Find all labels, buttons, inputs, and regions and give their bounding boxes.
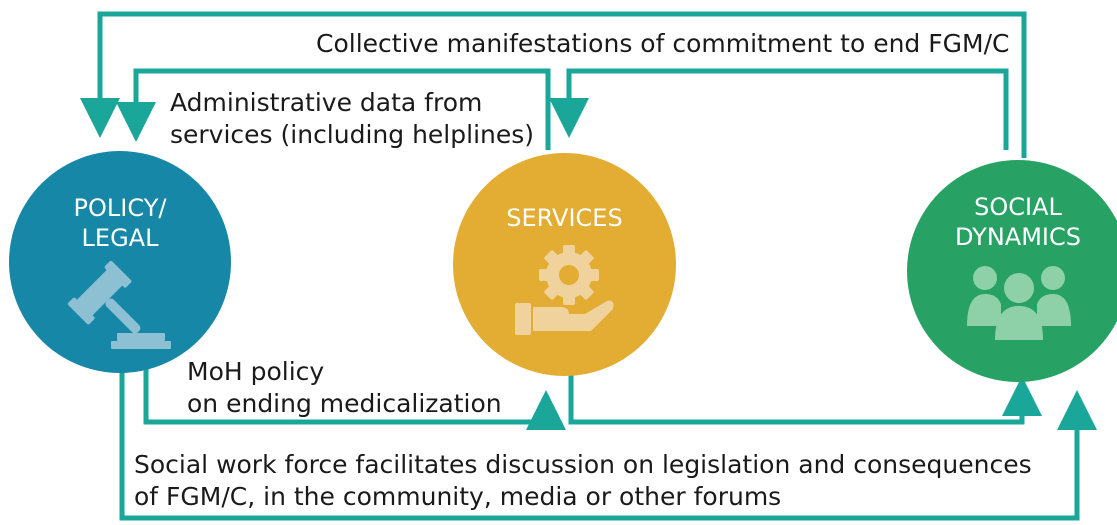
hand-gear-icon bbox=[515, 245, 614, 335]
policy-legal-title: POLICY/ LEGAL bbox=[9, 193, 231, 253]
arrow-social-work bbox=[119, 362, 1097, 521]
social-dynamics-title-line-2: DYNAMICS bbox=[955, 223, 1081, 251]
moh-policy-label: MoH policy on ending medicalization bbox=[187, 356, 502, 420]
social-work-line-2: of FGM/C, in the community, media or oth… bbox=[134, 482, 782, 511]
gavel-icon bbox=[67, 260, 171, 349]
people-group-icon bbox=[967, 266, 1071, 340]
social-work-line-1: Social work force facilitates discussion… bbox=[134, 450, 1032, 479]
services-node: SERVICES bbox=[453, 153, 676, 376]
admin-data-line-1: Administrative data from bbox=[170, 88, 483, 117]
policy-legal-node: POLICY/ LEGAL bbox=[9, 151, 231, 373]
moh-policy-line-1: MoH policy bbox=[187, 357, 325, 386]
social-dynamics-node: SOCIAL DYNAMICS bbox=[907, 160, 1117, 382]
policy-legal-title-line-1: POLICY/ bbox=[73, 194, 167, 222]
arrow-collective bbox=[80, 11, 1027, 158]
services-title: SERVICES bbox=[506, 204, 623, 232]
arrow-moh-policy bbox=[143, 365, 566, 430]
arrow-admin-data bbox=[116, 68, 551, 150]
collective-label: Collective manifestations of commitment … bbox=[316, 29, 1010, 58]
policy-legal-title-line-2: LEGAL bbox=[81, 224, 159, 252]
moh-policy-line-2: on ending medicalization bbox=[187, 389, 502, 418]
admin-data-label: Administrative data from services (inclu… bbox=[170, 87, 534, 151]
admin-data-line-2: services (including helplines) bbox=[170, 120, 535, 149]
arrow-social-to-services bbox=[549, 68, 1009, 150]
social-dynamics-title: SOCIAL DYNAMICS bbox=[907, 192, 1117, 252]
social-dynamics-title-line-1: SOCIAL bbox=[974, 193, 1062, 221]
arrow-services-to-social bbox=[568, 366, 1042, 425]
social-work-label: Social work force facilitates discussion… bbox=[134, 449, 1032, 513]
